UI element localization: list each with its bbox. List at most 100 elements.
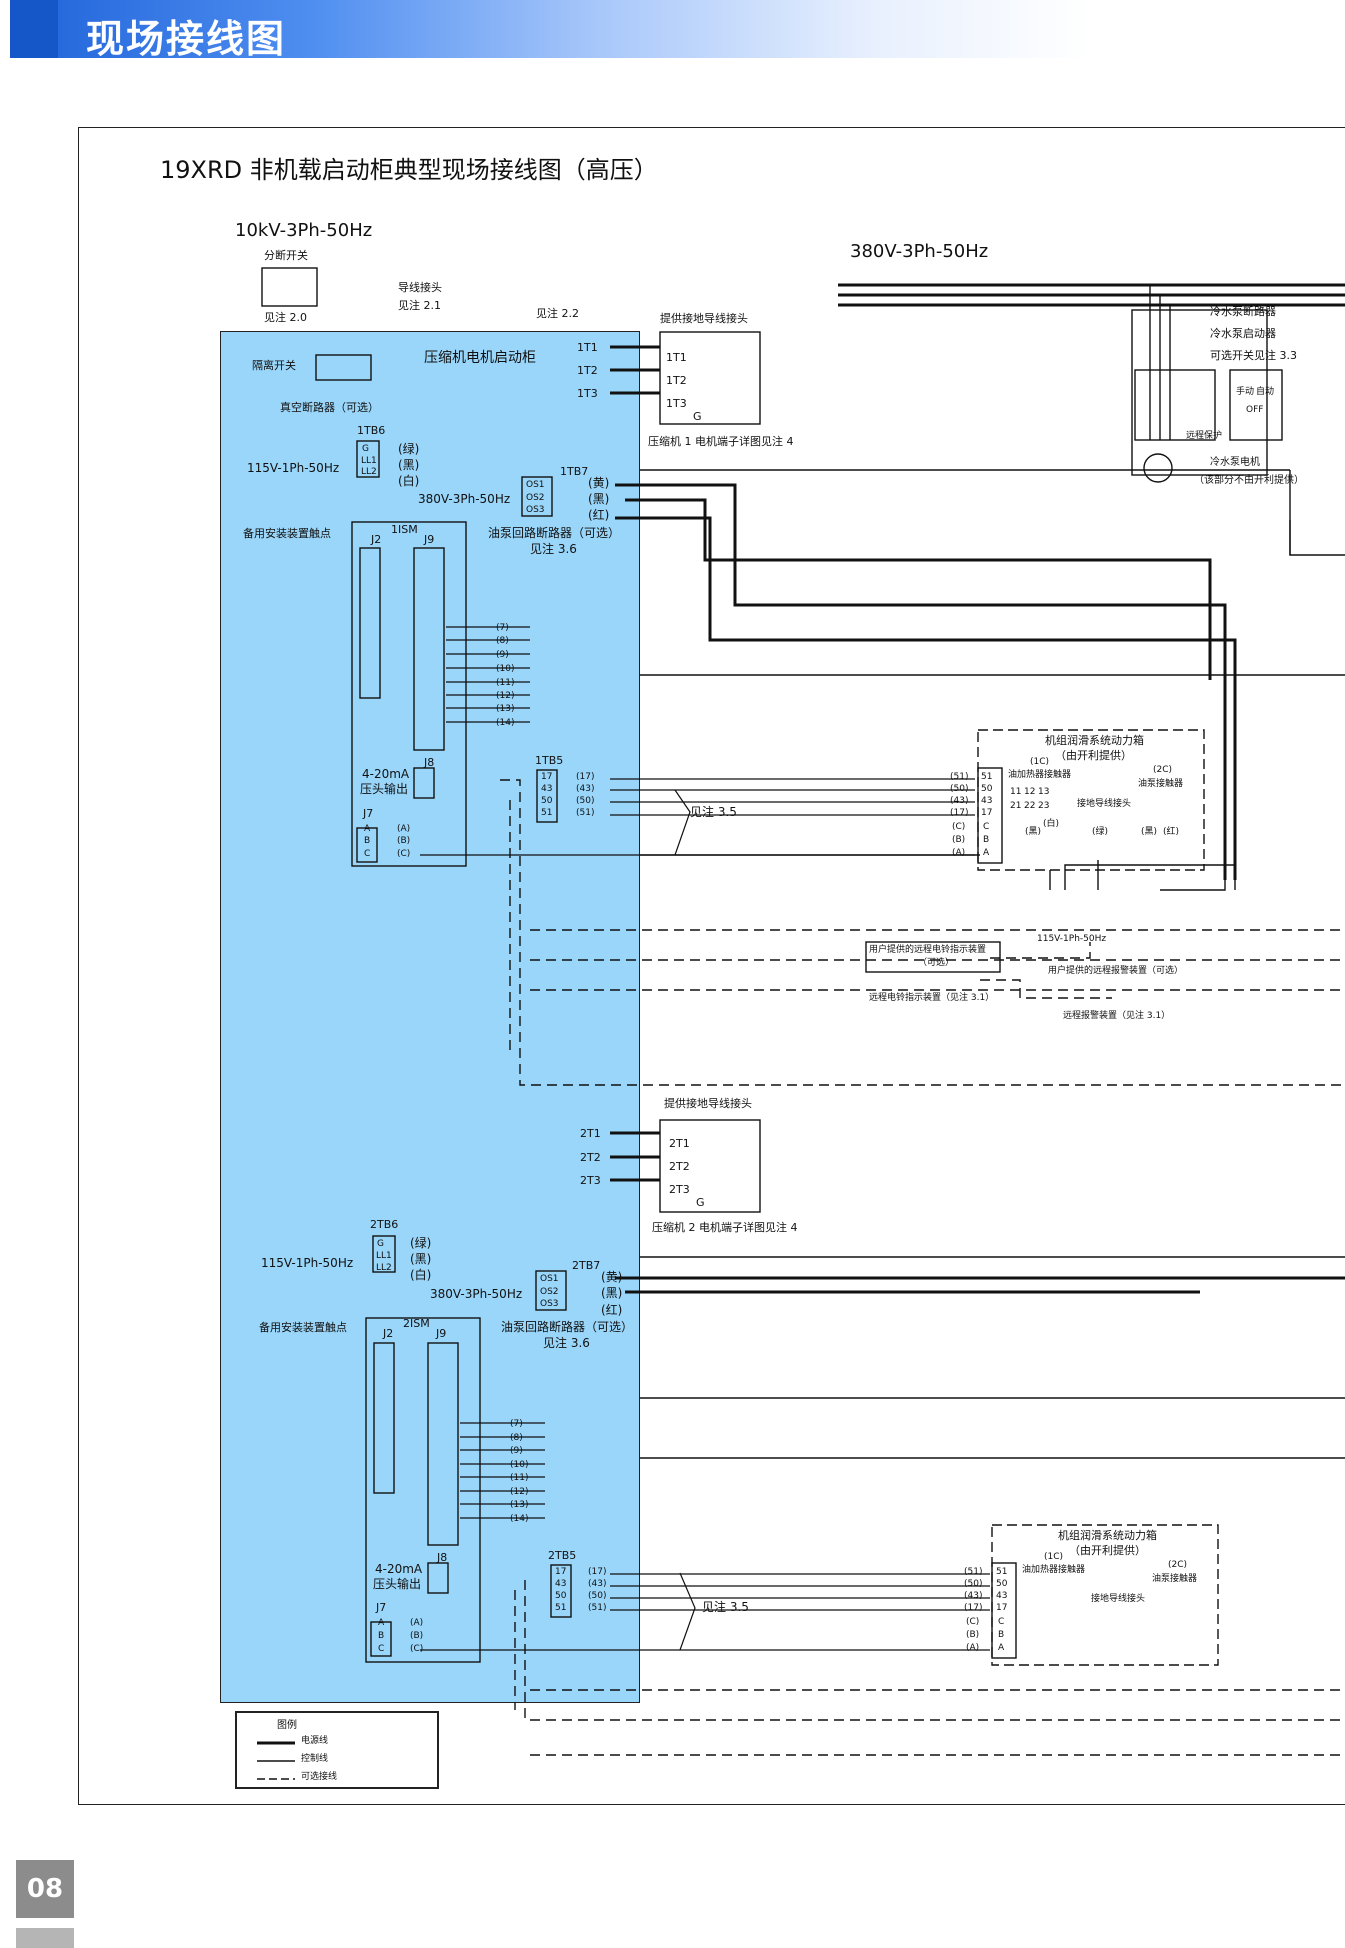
ism-label-2: 2ISM — [403, 1317, 430, 1330]
ism-label: 1ISM — [391, 523, 418, 536]
alarm-device-label: 远程报警装置（见注 3.1） — [1063, 1011, 1171, 1021]
tb5-wire-label: (17) — [576, 772, 595, 782]
j2-label: J2 — [371, 533, 382, 546]
wire-color-green: (绿) — [398, 442, 420, 456]
tb5-terminal: 43 — [541, 784, 553, 794]
by-carrier-label: （由开利提供） — [1055, 749, 1132, 762]
tb6-label: 1TB6 — [357, 424, 386, 437]
tb7-terminal: OS2 — [526, 493, 545, 503]
j9-wire-label: (11) — [496, 678, 515, 688]
tb7-terminal-2: OS2 — [540, 1287, 559, 1297]
not-supplied-label: （该部分不由开利提供） — [1194, 475, 1304, 486]
j7-terminal: A — [364, 824, 371, 834]
motor1-terminal-label: 1T1 — [577, 341, 598, 354]
j7-wire-label: (C) — [397, 849, 411, 859]
lube-wire-label: (50) — [950, 784, 969, 794]
lube-wire-label-2: (17) — [964, 1603, 983, 1613]
wire-color-black-2: (黑) — [410, 1252, 432, 1266]
contactor-label: 22 — [1024, 801, 1036, 811]
j7-wire-label-2: (A) — [410, 1618, 424, 1628]
tb5-wire-label: (50) — [576, 796, 595, 806]
lube-terminal-2: 50 — [996, 1579, 1008, 1589]
lube-wire-color: (黑) — [1141, 827, 1158, 837]
lube-terminal-2: B — [998, 1630, 1005, 1640]
diagram-frame — [78, 127, 1345, 1805]
tb5-terminal-2: 17 — [555, 1567, 567, 1577]
remote-bell-label: 用户提供的远程电铃指示装置 — [869, 945, 987, 955]
heater-contactor-label-2: 油加热器接触器 — [1022, 1565, 1086, 1575]
wire-color-red-2: (红) — [601, 1303, 623, 1317]
lube-box-label-2: 机组润滑系统动力箱 — [1058, 1529, 1157, 1542]
page-number: 08 — [16, 1860, 74, 1918]
note-3-5-label: 见注 3.5 — [690, 805, 737, 819]
lube-wire-label-2: (A) — [966, 1643, 980, 1653]
spare-contacts-label-2: 备用安装装置触点 — [259, 1321, 347, 1334]
contactor-label: 21 — [1010, 801, 1022, 811]
tb5-wire-label: (43) — [576, 784, 595, 794]
wire-color-yellow: (黄) — [588, 476, 610, 490]
tb6-terminal: G — [362, 444, 369, 454]
c2-label: (2C) — [1153, 765, 1173, 775]
wire-color-white-2: (白) — [410, 1268, 432, 1282]
lv-supply-label: 380V-3Ph-50Hz — [850, 241, 989, 262]
lube-terminal: B — [983, 835, 990, 845]
lube-terminal-2: 17 — [996, 1603, 1008, 1613]
motor1-ground-terminal: G — [693, 410, 702, 423]
motor1-terminal-label: 1T3 — [577, 387, 598, 400]
lube-wire-label: (B) — [952, 835, 966, 845]
tb6-terminal-2: G — [377, 1239, 384, 1249]
legend-swatches — [257, 1741, 295, 1780]
legend: 图例 电源线 控制线 可选接线 — [235, 1711, 439, 1789]
lube-terminal-2: 51 — [996, 1567, 1008, 1577]
lube-terminal: 43 — [981, 796, 993, 806]
tb5-label: 1TB5 — [535, 754, 564, 767]
note-3-5-label-2: 见注 3.5 — [702, 1600, 749, 1614]
tb5-label-2: 2TB5 — [548, 1549, 577, 1562]
contactor-label: 11 — [1010, 787, 1022, 797]
lube-wire-label-2: (51) — [964, 1567, 983, 1577]
note-2-1-label: 见注 2.1 — [398, 299, 441, 312]
oil-pump-breaker-label-2: 油泵回路断路器（可选） — [501, 1320, 634, 1334]
wire-color-red: (红) — [588, 508, 610, 522]
lube-wire-label-2: (C) — [966, 1617, 980, 1627]
lube-wire-label: (A) — [952, 848, 966, 858]
ma-output-label: 4-20mA — [362, 767, 410, 781]
manual-label: 手动 — [1236, 387, 1255, 397]
j2-label-2: J2 — [383, 1327, 394, 1340]
j9-wire-label: (12) — [496, 691, 515, 701]
j8-label: J8 — [424, 756, 435, 769]
lube-terminal: 51 — [981, 772, 993, 782]
j7-terminal: B — [364, 836, 371, 846]
contactor-label: 13 — [1038, 787, 1050, 797]
tb7-terminal: OS3 — [526, 505, 545, 515]
isolating-switch-label: 隔离开关 — [252, 359, 296, 372]
wire-color-black: (黑) — [398, 458, 420, 472]
j9-wire-label-2: (9) — [510, 1446, 523, 1456]
j7-label: J7 — [363, 807, 374, 820]
j9-wire-label: (14) — [496, 718, 515, 728]
j9-wire-label-2: (7) — [510, 1419, 523, 1429]
compressor-starter-label: 压缩机电机启动柜 — [424, 350, 536, 366]
legend-item: 电源线 — [301, 1736, 329, 1746]
oil-pump-breaker-label: 油泵回路断路器（可选） — [488, 526, 621, 540]
supply-115-small-label: 115V-1Ph-50Hz — [1037, 934, 1107, 944]
lube-wire-label: (17) — [950, 808, 969, 818]
ma-output-label-2: 4-20mA — [375, 1562, 423, 1576]
starter-cabinet-panel — [220, 331, 640, 1703]
lube-terminal: 50 — [981, 784, 993, 794]
off-label: OFF — [1246, 405, 1264, 415]
tb5-terminal-2: 43 — [555, 1579, 567, 1589]
note-3-6-label: 见注 3.6 — [530, 542, 577, 556]
note-2-0-label: 见注 2.0 — [264, 311, 307, 324]
tb6-terminal: LL1 — [361, 456, 377, 466]
tb6-label-2: 2TB6 — [370, 1218, 399, 1231]
contactor-label: 23 — [1038, 801, 1050, 811]
note-3-6-label-2: 见注 3.6 — [543, 1336, 590, 1350]
supply-115-label-2: 115V-1Ph-50Hz — [261, 1256, 354, 1270]
motor2-terminal-label: 2T2 — [580, 1151, 601, 1164]
by-carrier-label-2: （由开利提供） — [1069, 1544, 1146, 1557]
wire-color-green-2: (绿) — [410, 1236, 432, 1250]
motor1-box-terminal: 1T1 — [666, 351, 687, 364]
remote-protect-label: 远程保护 — [1186, 431, 1223, 441]
tb5-wire-label-2: (51) — [588, 1603, 607, 1613]
